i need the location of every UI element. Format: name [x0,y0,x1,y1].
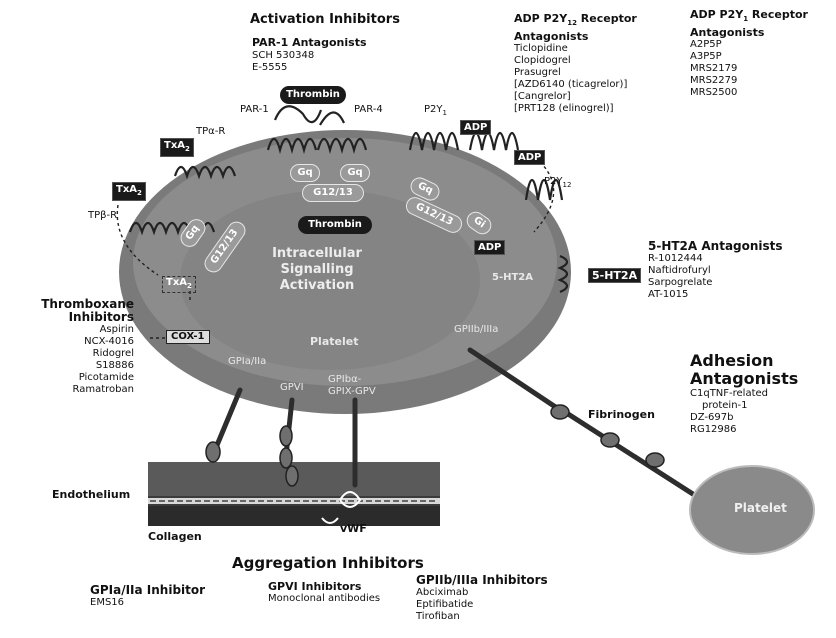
adhesion-title-line1: Adhesion [690,352,798,370]
ht2a-item: Sarpogrelate [648,277,783,289]
p2y12-item: [Cangrelor] [514,91,637,103]
p2y1-receptor-label: P2Y [424,104,443,115]
txa2-sub-c: 2 [187,282,192,290]
p2y12-item: [AZD6140 (ticagrelor)] [514,79,637,91]
aggregation-inhibitors-title: Aggregation Inhibitors [232,556,424,571]
ht2a-item: Naftidrofuryl [648,265,783,277]
par1-antagonists-block: PAR-1 Antagonists SCH 530348 E-5555 [252,36,367,74]
gpia-item: EMS16 [90,597,205,609]
p2y12-title-line2: Antagonists [514,30,637,43]
adhesion-item: protein-1 [690,400,798,412]
p2y12-item: Prasugrel [514,67,637,79]
gpvi-inhibitors-title: GPVI Inhibitors [268,580,380,593]
center-line2: Signalling [262,262,372,278]
par1-item: SCH 530348 [252,50,367,62]
p2y12-title-sub: 12 [567,19,577,27]
gpiib-item: Abciximab [416,587,548,599]
txa2-sub-b: 2 [137,189,142,197]
gpia-inhibitor-block: GPIa/IIa Inhibitor EMS16 [90,584,205,609]
gpib-line2: GPIX-GPV [328,386,376,398]
par1-item: E-5555 [252,62,367,74]
gpvi-inhibitors-block: GPVI Inhibitors Monoclonal antibodies [268,580,380,605]
gpiib-receptor-label: GPIIb/IIIa [454,324,498,336]
thromboxane-item: Ramatroban [10,384,134,396]
g1213-pill: G12/13 [302,184,364,202]
second-platelet-label: Platelet [734,502,787,514]
gpia-inhibitor-title: GPIa/IIa Inhibitor [90,584,205,597]
gpvi-receptor-label: GPVI [280,382,304,394]
ht2a-box: 5-HT2A [588,268,641,283]
p2y1-title-a: ADP P2Y [690,8,743,21]
gpiib-inhibitors-block: GPIIb/IIIa Inhibitors Abciximab Eptifiba… [416,574,548,623]
cox1-box: COX-1 [166,330,210,344]
par1-antagonists-title: PAR-1 Antagonists [252,36,367,49]
p2y1-antagonists-block: ADP P2Y1 Receptor Antagonists A2P5P A3P5… [690,8,808,99]
p2y12-title-a: ADP P2Y [514,12,567,25]
platelet-label: Platelet [310,336,358,348]
endothelium-label: Endothelium [52,488,130,501]
gpiib-item: Eptifibatide [416,599,548,611]
p2y1-item: A2P5P [690,39,808,51]
gpib-receptor-label: GPIbα- GPIX-GPV [328,374,376,398]
thromboxane-item: NCX-4016 [10,336,134,348]
p2y1-item: MRS2500 [690,87,808,99]
par4-receptor-label: PAR-4 [354,104,383,116]
thromboxane-item: Aspirin [10,324,134,336]
thrombin-top-label: Thrombin [280,86,346,104]
ht2a-item: AT-1015 [648,289,783,301]
gpiib-inhibitors-title: GPIIb/IIIa Inhibitors [416,574,548,587]
thromboxane-item: S18886 [10,360,134,372]
thromboxane-title-line2: Inhibitors [10,311,134,324]
adhesion-item: RG12986 [690,424,798,436]
adhesion-item: DZ-697b [690,412,798,424]
thrombin-inner-label: Thrombin [298,216,372,234]
p2y1-item: A3P5P [690,51,808,63]
txa2-box-a: TxA [164,140,185,151]
thromboxane-item: Ridogrel [10,348,134,360]
activation-inhibitors-title: Activation Inhibitors [250,12,400,27]
gpvi-item: Monoclonal antibodies [268,593,380,605]
adhesion-antagonists-block: Adhesion Antagonists C1qTNF-related prot… [690,352,798,436]
p2y12-title-b: Receptor [577,12,637,25]
txa2-inner-label: TxA [166,277,187,288]
txa2-sub-a: 2 [185,145,190,153]
adhesion-title-line2: Antagonists [690,370,798,388]
adhesion-item: C1qTNF-related [690,388,798,400]
ht2a-antagonists-block: 5-HT2A Antagonists R-1012444 Naftidrofur… [648,240,783,301]
p2y12-item: [PRT128 (elinogrel)] [514,103,637,115]
p2y1-title-line2: Antagonists [690,26,808,39]
center-line3: Activation [262,278,372,294]
gq-pill: Gq [340,164,370,182]
tpb-receptor-label: TPβ-R [88,210,117,222]
txa2-box-b: TxA [116,184,137,195]
tpa-receptor-label: TPα-R [196,126,225,138]
ht2a-item: R-1012444 [648,253,783,265]
p2y1-title-b: Receptor [748,8,808,21]
p2y1-item: MRS2279 [690,75,808,87]
adp-box-3: ADP [474,240,505,255]
gpib-line1: GPIbα- [328,374,376,386]
gq-pill: Gq [290,164,320,182]
p2y1-item: MRS2179 [690,63,808,75]
p2y12-item: Ticlopidine [514,43,637,55]
p2y12-receptor-label: P2Y [544,176,563,187]
collagen-label: Collagen [148,530,202,543]
p2y1-receptor-sub: 1 [443,109,447,117]
p2y12-receptor-sub: 12 [563,181,572,189]
center-line1: Intracellular [262,246,372,262]
p2y12-antagonists-block: ADP P2Y12 Receptor Antagonists Ticlopidi… [514,12,637,115]
fibrinogen-label: Fibrinogen [588,408,655,421]
thromboxane-inhibitors-block: Thromboxane Inhibitors Aspirin NCX-4016 … [10,298,134,396]
adp-box-2: ADP [514,150,545,165]
ht2a-receptor-label: 5-HT2A [492,272,533,284]
ht2a-title: 5-HT2A Antagonists [648,240,783,253]
center-signalling-label: Intracellular Signalling Activation [262,246,372,294]
vwf-label: vWF [340,522,367,535]
adp-box-1: ADP [460,120,491,135]
p2y12-item: Clopidogrel [514,55,637,67]
gpia-receptor-label: GPIa/IIa [228,356,266,368]
gpiib-item: Tirofiban [416,611,548,623]
par1-receptor-label: PAR-1 [240,104,269,116]
thromboxane-item: Picotamide [10,372,134,384]
